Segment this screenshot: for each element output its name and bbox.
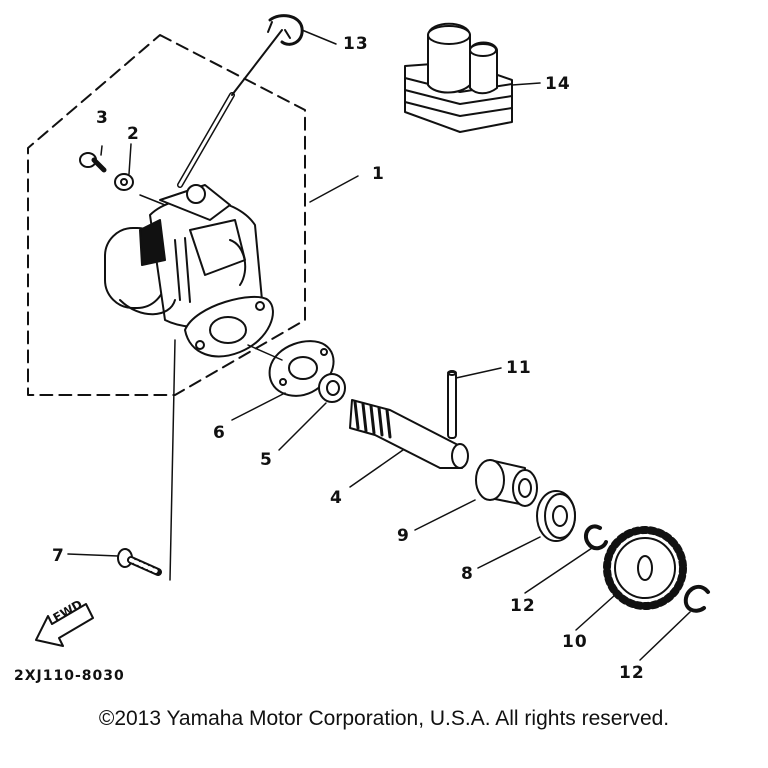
pump-drive-shaft-4 [349,399,469,469]
callout-14: 14 [545,74,571,94]
exploded-parts-diagram [27,14,710,661]
collar-9 [475,459,538,507]
oil-seal-5 [318,373,346,403]
bolt-7 [117,548,162,576]
callout-13: 13 [343,34,369,54]
assembly-boundary [27,34,306,396]
fwd-arrow [35,603,94,647]
circlip-12-a [583,524,608,551]
callout-10: 10 [562,632,588,652]
callout-9: 9 [397,526,410,546]
gasket-6 [268,340,335,397]
gear-10 [603,526,687,610]
callout-8: 8 [461,564,474,584]
callout-12a: 12 [510,596,536,616]
cable-clamp-13 [267,14,304,46]
diagram-code: 2XJ110-8030 [14,668,125,684]
rubber-block-14 [404,22,513,133]
washer-2 [114,173,134,191]
pump-cable [177,29,283,188]
callout-11: 11 [506,358,532,378]
leader-lines [67,29,691,661]
callout-4: 4 [330,488,343,508]
callout-6: 6 [213,423,226,443]
circlip-12-b [683,584,710,613]
callout-2: 2 [127,124,140,144]
pin-11 [447,370,457,439]
callout-5: 5 [260,450,273,470]
callout-3: 3 [96,108,109,128]
callout-7: 7 [52,546,65,566]
callout-12b: 12 [619,663,645,683]
screw-3 [79,152,107,173]
bearing-8 [536,490,576,542]
copyright-notice: ©2013 Yamaha Motor Corporation, U.S.A. A… [98,707,670,730]
oil-pump-body [104,184,274,358]
callout-1: 1 [372,164,385,184]
